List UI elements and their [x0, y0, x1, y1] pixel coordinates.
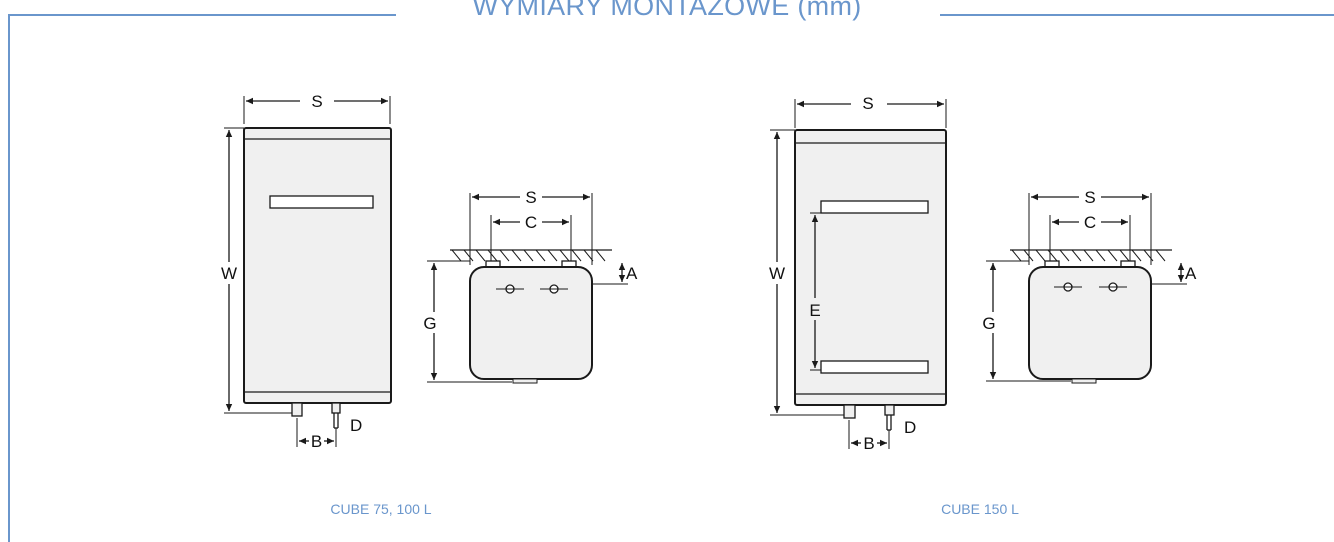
- cube-150-side-view: S C A G: [982, 188, 1197, 384]
- dim-s-150-side-label: S: [1084, 188, 1095, 207]
- dim-s-side-label: S: [525, 188, 536, 207]
- cube-150-front-view: S W E D B: [769, 94, 947, 453]
- cube-75-100-side-view: S C A G: [423, 188, 638, 384]
- dim-e-label: E: [809, 301, 820, 320]
- dim-g-label: G: [423, 314, 436, 333]
- frame-top-right-line: [940, 14, 1334, 16]
- dim-b-150-label: B: [863, 434, 874, 453]
- dim-g-150-label: G: [982, 314, 995, 333]
- caption-cube-75-100: CUBE 75, 100 L: [330, 501, 432, 517]
- cube-75-100-front-view: S W D B: [221, 92, 392, 451]
- dim-w-label: W: [221, 264, 237, 283]
- frame-top-left-line: [8, 14, 396, 16]
- dim-c-label: C: [525, 213, 537, 232]
- dim-a-label: A: [626, 264, 638, 283]
- page-title: WYMIARY MONTAŻOWE (mm): [472, 0, 862, 21]
- caption-cube-150: CUBE 150 L: [941, 501, 1019, 517]
- dim-d-label: D: [350, 416, 362, 435]
- dim-s-label: S: [311, 92, 322, 111]
- frame-left-line: [8, 14, 10, 542]
- dim-w-150-label: W: [769, 264, 785, 283]
- dim-c-150-label: C: [1084, 213, 1096, 232]
- dim-s-150-label: S: [862, 94, 873, 113]
- dim-a-150-label: A: [1185, 264, 1197, 283]
- dim-b-label: B: [311, 432, 322, 451]
- dim-d-150-label: D: [904, 418, 916, 437]
